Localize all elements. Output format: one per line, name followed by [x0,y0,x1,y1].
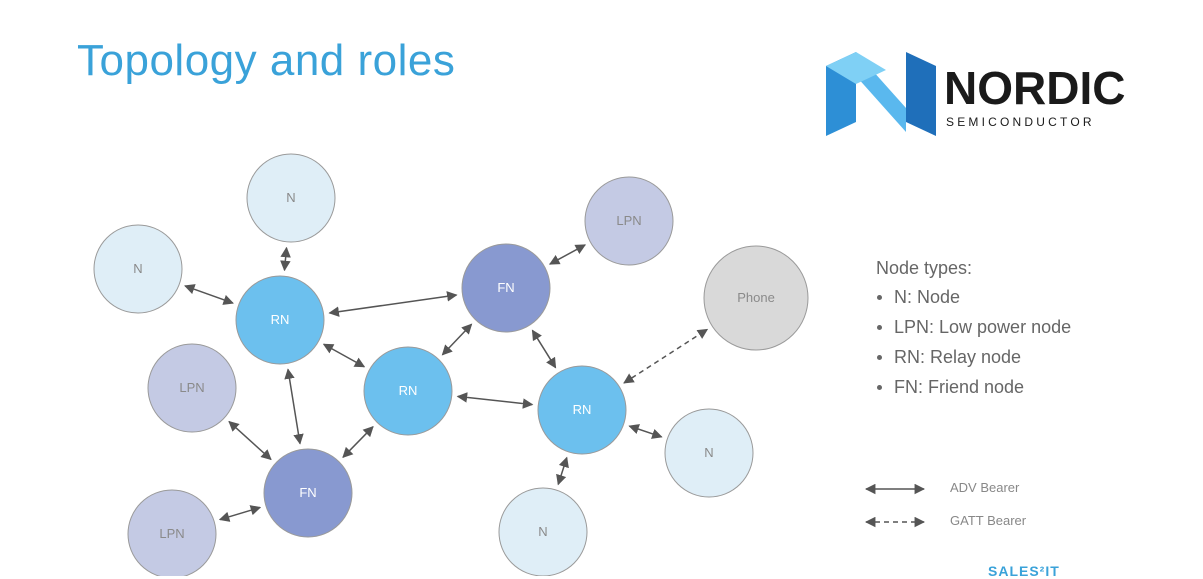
logo-tagline-text: SEMICONDUCTOR [946,115,1095,129]
edge-lpn3-fn2-adv-arrow [218,505,262,522]
edge-lpn1-fn1-adv-arrow [548,244,587,265]
dashed-double-arrow-icon [864,516,926,527]
gatt-bearer-label: GATT Bearer [950,513,1027,528]
node-rn2: RN [363,346,453,436]
legend-item: LPN: Low power node [876,317,1071,338]
node-circle [235,275,325,365]
edge-fn1-rn2-adv-arrow [441,323,473,356]
node-label: LPN [159,526,184,541]
node-fn2: FN [263,448,353,538]
node-label: N [286,190,295,205]
node-circle [664,408,754,498]
node-phone: Phone [703,245,809,351]
gatt-bearer-legend: GATT Bearer [862,513,1026,528]
node-label: FN [497,280,514,295]
node-lpn3: LPN [127,489,217,576]
legend-heading: Node types: [876,258,973,278]
edge-rn1-rn2-adv-arrow [322,343,366,368]
node-lpn2: LPN [147,343,237,433]
node-circle [263,448,353,538]
edge-fn1-rn3-adv-arrow [531,329,557,369]
edge-rn3-n3-adv-arrow [628,424,663,439]
node-circle [246,153,336,243]
edge-n1-rn1-adv-arrow [280,246,291,272]
node-circle [703,245,809,351]
edge-rn3-phone-gatt-arrow [623,328,709,384]
node-n3: N [664,408,754,498]
edge-rn1-fn1-adv-arrow [328,291,458,317]
adv-bearer-legend: ADV Bearer [862,480,1019,495]
node-label: RN [399,383,418,398]
node-label: N [704,445,713,460]
legend: Node types: N: Node LPN: Low power node … [876,258,1071,407]
edge-rn2-fn2-adv-arrow [342,425,374,459]
node-rn1: RN [235,275,325,365]
node-label: RN [573,402,592,417]
legend-item: N: Node [876,287,1071,308]
node-circle [537,365,627,455]
node-label: RN [271,312,290,327]
node-n2: N [93,224,183,314]
legend-item: RN: Relay node [876,347,1071,368]
adv-bearer-label: ADV Bearer [950,480,1020,495]
legend-item: FN: Friend node [876,377,1071,398]
nordic-n-mark-icon [826,52,936,136]
double-arrow-icon [864,483,926,494]
node-n1: N [246,153,336,243]
edge-rn2-rn3-adv-arrow [456,392,534,409]
node-n4: N [498,487,588,576]
node-fn1: FN [461,243,551,333]
edge-n2-rn1-adv-arrow [184,284,234,305]
edge-rn3-n4-adv-arrow [556,456,569,486]
page-title: Topology and roles [77,36,456,85]
node-label: N [133,261,142,276]
node-lpn1: LPN [584,176,674,266]
nordic-logo: NORDIC SEMICONDUCTOR [826,52,1136,141]
edge-rn1-fn2-adv-arrow [284,368,304,445]
node-circle [461,243,551,333]
node-label: LPN [616,213,641,228]
node-circle [93,224,183,314]
node-rn3: RN [537,365,627,455]
node-label: N [538,524,547,539]
edge-lpn2-fn2-adv-arrow [228,420,272,461]
node-circle [363,346,453,436]
node-label: FN [299,485,316,500]
legend-list: N: Node LPN: Low power node RN: Relay no… [876,287,1071,398]
node-label: Phone [737,290,775,305]
node-circle [127,489,217,576]
node-label: LPN [179,380,204,395]
node-circle [498,487,588,576]
footer-logo: SALES²IT [988,563,1060,579]
node-circle [584,176,674,266]
logo-brand-text: NORDIC [944,62,1125,114]
node-circle [147,343,237,433]
